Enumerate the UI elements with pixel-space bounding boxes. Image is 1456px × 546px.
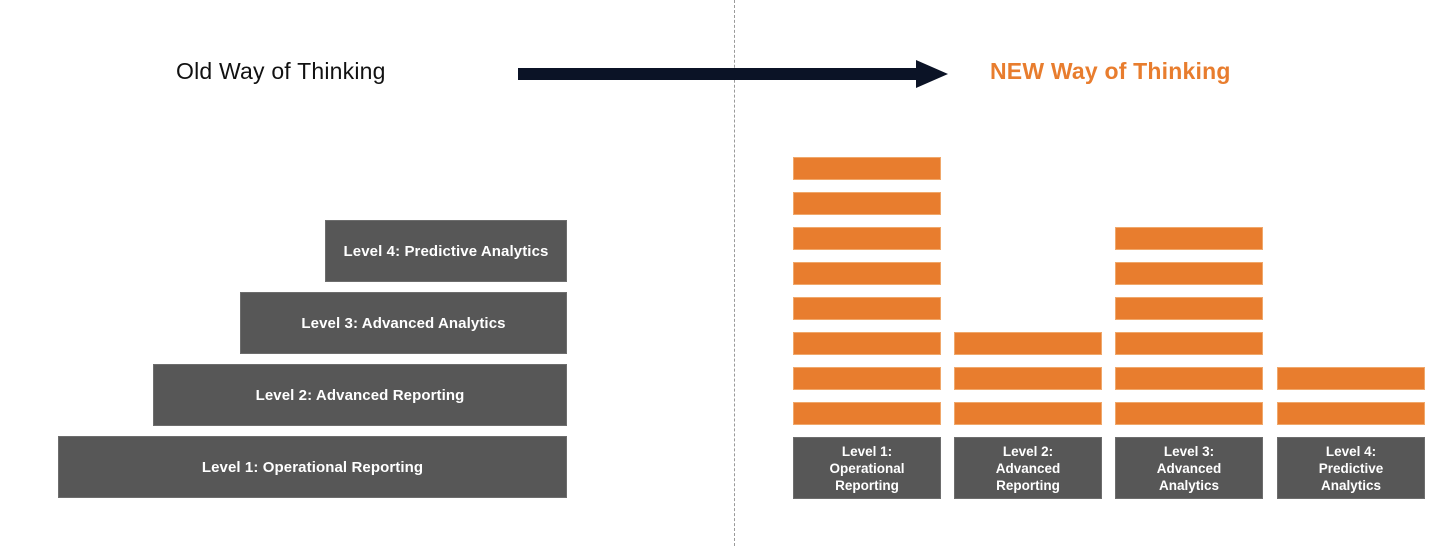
vertical-divider [734, 0, 735, 546]
column-segment [793, 297, 941, 320]
column-segment [1115, 332, 1263, 355]
column-label-line: Reporting [996, 477, 1060, 493]
column-label-line: Analytics [1320, 477, 1382, 493]
column-segment [793, 192, 941, 215]
column-segment [1115, 227, 1263, 250]
column-segment [1277, 402, 1425, 425]
column-segment [1115, 297, 1263, 320]
pyramid-bar: Level 4: Predictive Analytics [325, 220, 567, 282]
column-segment [954, 332, 1102, 355]
heading-new-way: NEW Way of Thinking [990, 58, 1231, 84]
column-label-line: Analytics [1158, 477, 1220, 493]
pyramid-bar-label: Level 2: Advanced Reporting [255, 386, 465, 404]
pyramid-bar: Level 2: Advanced Reporting [153, 364, 567, 426]
pyramid-bar-label: Level 1: Operational Reporting [201, 458, 424, 476]
column-label-line: Predictive [1318, 460, 1384, 476]
heading-old-way: Old Way of Thinking [176, 58, 386, 84]
column-label-line: Reporting [835, 477, 899, 493]
column-segment [954, 367, 1102, 390]
pyramid-bar-label: Level 3: Advanced Analytics [301, 314, 506, 332]
column-segment [793, 227, 941, 250]
column-segment [793, 157, 941, 180]
column-label-line: Advanced [995, 460, 1061, 476]
pyramid-bar: Level 1: Operational Reporting [58, 436, 567, 498]
column-segment [1277, 367, 1425, 390]
column-label-line: Level 2: [1002, 443, 1054, 459]
column-segment [1115, 367, 1263, 390]
right-arrow-icon [518, 58, 948, 90]
pyramid-bar: Level 3: Advanced Analytics [240, 292, 567, 354]
pyramid-bar-label: Level 4: Predictive Analytics [343, 242, 549, 260]
column-segment [1115, 402, 1263, 425]
column-segment [793, 402, 941, 425]
column-segment [793, 262, 941, 285]
column-label-line: Level 3: [1163, 443, 1215, 459]
column-segment [954, 402, 1102, 425]
column-label-line: Level 1: [841, 443, 893, 459]
column-label-line: Advanced [1156, 460, 1222, 476]
column-label-line: Operational [829, 460, 905, 476]
column-segment [1115, 262, 1263, 285]
column-segment [793, 367, 941, 390]
column-label-line: Level 4: [1325, 443, 1377, 459]
column-segment [793, 332, 941, 355]
